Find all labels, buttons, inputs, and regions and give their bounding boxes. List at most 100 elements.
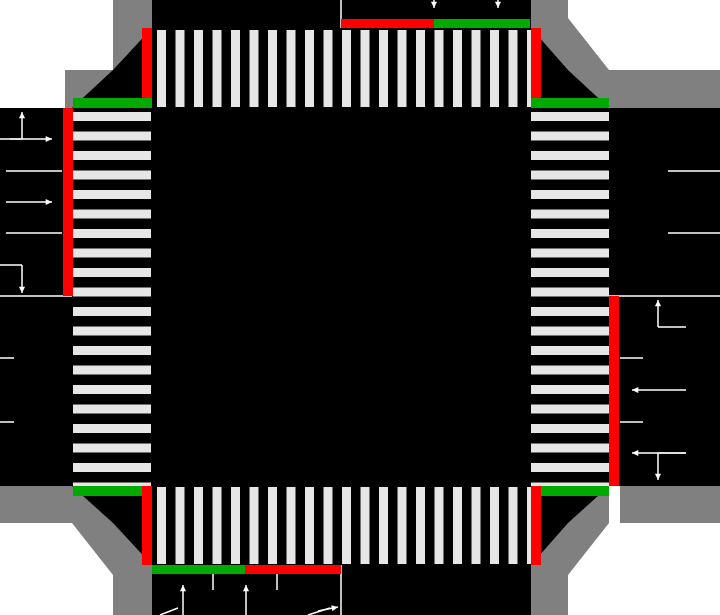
crosswalk-stripe-east bbox=[531, 385, 609, 394]
crosswalks bbox=[73, 30, 609, 564]
crosswalk-stripe-east bbox=[531, 112, 609, 121]
crosswalk-stripe-west bbox=[73, 463, 151, 472]
crosswalk-stripe-south bbox=[305, 487, 314, 564]
crosswalk-stripe-north bbox=[508, 30, 518, 107]
crosswalk-stripe-south bbox=[249, 487, 259, 564]
signal-nw-corner-bar bbox=[73, 98, 152, 108]
crosswalk-stripe-north bbox=[490, 30, 499, 107]
crosswalk-stripe-north bbox=[379, 30, 388, 107]
crosswalk-stripe-north bbox=[471, 30, 481, 107]
sidewalk-se-east bbox=[620, 486, 720, 523]
crosswalk-stripe-north bbox=[231, 30, 240, 107]
crosswalk-stripe-north bbox=[342, 30, 351, 107]
crosswalk-stripe-west bbox=[73, 170, 151, 180]
crosswalk-stripe-north bbox=[249, 30, 259, 107]
signal-south-stopline-left bbox=[152, 565, 245, 574]
crosswalk-stripe-east bbox=[531, 248, 609, 258]
west-through-arrow bbox=[6, 198, 52, 206]
crosswalk-stripe-north bbox=[434, 30, 444, 107]
crosswalk-stripe-south bbox=[490, 487, 499, 564]
crosswalk-stripe-west bbox=[73, 424, 151, 433]
crosswalk-stripe-west bbox=[73, 404, 151, 414]
signal-sw-corner-bar bbox=[73, 486, 142, 496]
road-corner-nw bbox=[72, 28, 152, 108]
crosswalk-stripe-east bbox=[531, 131, 609, 141]
crosswalk-stripe-east bbox=[531, 443, 609, 453]
crosswalk-stripe-east bbox=[531, 463, 609, 472]
crosswalk-stripe-east bbox=[531, 151, 609, 160]
crosswalk-stripe-south bbox=[342, 487, 351, 564]
crosswalk-stripe-west bbox=[73, 151, 151, 160]
north-through-arrow bbox=[430, 0, 438, 8]
crosswalk-stripe-north bbox=[175, 30, 185, 107]
crosswalk-stripe-south bbox=[453, 487, 462, 564]
crosswalk-stripe-north bbox=[268, 30, 277, 107]
crosswalk-stripe-west bbox=[73, 112, 151, 121]
crosswalk-stripe-east bbox=[531, 170, 609, 180]
crosswalk-stripe-north bbox=[305, 30, 314, 107]
signal-east-crosswalk-post bbox=[609, 296, 619, 486]
east-through-arrow bbox=[632, 386, 686, 394]
crosswalk-stripe-east bbox=[531, 307, 609, 316]
road-corner-se bbox=[531, 486, 609, 565]
signal-north-crosswalk-right-post bbox=[531, 28, 541, 108]
crosswalk-stripe-west bbox=[73, 287, 151, 297]
crosswalk-stripe-south bbox=[157, 487, 166, 564]
crosswalk-stripe-west bbox=[73, 326, 151, 336]
crosswalk-stripe-south bbox=[416, 487, 425, 564]
crosswalk-stripe-south bbox=[212, 487, 222, 564]
road-corner-sw bbox=[72, 486, 152, 565]
crosswalk-stripe-east bbox=[531, 229, 609, 238]
crosswalk-stripe-south bbox=[379, 487, 388, 564]
crosswalk-stripe-north bbox=[194, 30, 203, 107]
crosswalk-stripe-west bbox=[73, 268, 151, 277]
signal-se-corner-bar bbox=[541, 486, 609, 496]
crosswalk-stripe-west bbox=[73, 131, 151, 141]
crosswalk-stripe-north bbox=[453, 30, 462, 107]
signal-south-crosswalk-right-post bbox=[531, 486, 541, 565]
crosswalk-stripe-east bbox=[531, 190, 609, 199]
crosswalk-stripe-east bbox=[531, 326, 609, 336]
south-through-arrow bbox=[179, 585, 187, 615]
north-through-arrow bbox=[494, 0, 502, 8]
crosswalk-stripe-east bbox=[531, 346, 609, 355]
signal-ne-corner-bar bbox=[531, 98, 609, 108]
crosswalk-stripe-south bbox=[194, 487, 203, 564]
signal-south-crosswalk-left-post bbox=[142, 486, 152, 565]
crosswalk-stripe-south bbox=[397, 487, 407, 564]
crosswalk-stripe-north bbox=[416, 30, 425, 107]
crosswalk-stripe-south bbox=[286, 487, 296, 564]
south-right-turn-arrow bbox=[317, 605, 339, 612]
crosswalk-stripe-north bbox=[323, 30, 333, 107]
crosswalk-stripe-west bbox=[73, 307, 151, 316]
crosswalk-stripe-west bbox=[73, 365, 151, 375]
west-left-turn-arrow bbox=[18, 112, 26, 139]
crosswalk-stripe-west bbox=[73, 229, 151, 238]
crosswalk-stripe-east bbox=[531, 268, 609, 277]
crosswalk-stripe-south bbox=[268, 487, 277, 564]
crosswalk-stripe-west bbox=[73, 209, 151, 219]
signal-south-stopline-right bbox=[245, 565, 341, 574]
east-left-turn-arrow bbox=[654, 300, 662, 327]
crosswalk-stripe-south bbox=[471, 487, 481, 564]
road-corner-ne bbox=[531, 28, 609, 108]
crosswalk-stripe-west bbox=[73, 385, 151, 394]
crosswalk-stripe-north bbox=[157, 30, 166, 107]
crosswalk-stripe-west bbox=[73, 248, 151, 258]
west-right-turn-arrow bbox=[18, 265, 26, 293]
crosswalk-stripe-east bbox=[531, 424, 609, 433]
crosswalk-stripe-west bbox=[73, 346, 151, 355]
crosswalk-stripe-east bbox=[531, 209, 609, 219]
crosswalk-stripe-south bbox=[508, 487, 518, 564]
crosswalk-stripe-west bbox=[73, 190, 151, 199]
west-left-turn-through-arrow bbox=[10, 135, 52, 143]
east-right-turn-arrow bbox=[654, 453, 662, 480]
crosswalk-stripe-north bbox=[360, 30, 370, 107]
south-through-arrow bbox=[242, 585, 250, 615]
crosswalk-stripe-north bbox=[286, 30, 296, 107]
signal-north-stopline-left bbox=[341, 19, 434, 28]
lane-arrows bbox=[0, 0, 686, 615]
signals bbox=[63, 19, 619, 574]
